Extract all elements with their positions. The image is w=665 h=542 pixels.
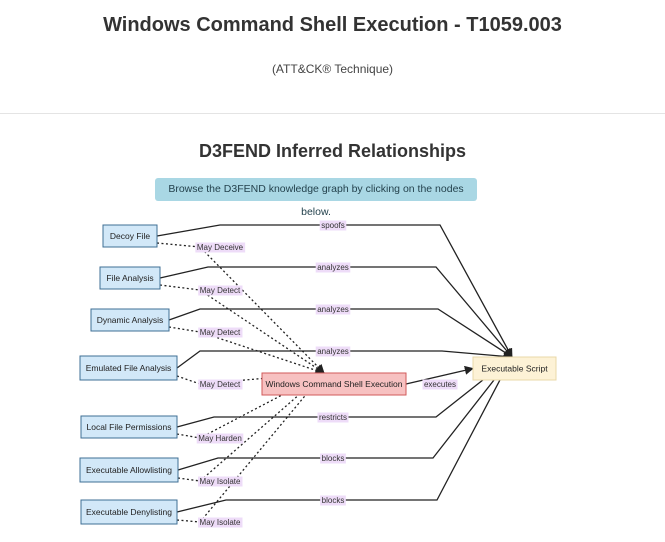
edge-decoy-file-to-technique	[156, 242, 325, 374]
edge-label-file-analysis-artifact-bg	[315, 262, 351, 273]
edge-label-dynamic-analysis-technique-bg	[198, 327, 243, 338]
edge-label-executable-denylisting-technique-bg	[198, 517, 243, 528]
edge-label-technique-artifact: executes	[424, 380, 456, 389]
node-executable-denylisting-box	[80, 499, 178, 525]
node-executable-allowlisting-label: Executable Allowlisting	[86, 465, 172, 475]
edge-label-decoy-file-artifact-bg	[319, 220, 347, 231]
edge-label-emulated-file-analysis-artifact: analyzes	[317, 347, 349, 356]
node-executable-denylisting[interactable]: Executable Denylisting	[80, 499, 178, 525]
edge-label-local-file-permissions-technique: May Harden	[198, 434, 242, 443]
edge-label-emulated-file-analysis-technique: May Detect	[200, 380, 241, 389]
edge-label-dynamic-analysis-artifact-bg	[315, 304, 351, 315]
node-file-analysis[interactable]: File Analysis	[99, 266, 161, 290]
node-file-analysis-label: File Analysis	[106, 273, 153, 283]
edge-label-executable-denylisting-artifact-bg	[320, 495, 346, 506]
node-technique[interactable]: Windows Command Shell Execution	[261, 372, 407, 396]
edge-label-local-file-permissions-artifact-bg	[317, 412, 349, 423]
edge-label-file-analysis-technique-bg	[198, 285, 243, 296]
node-artifact-box	[472, 356, 557, 381]
node-technique-label: Windows Command Shell Execution	[265, 379, 402, 389]
node-executable-allowlisting[interactable]: Executable Allowlisting	[79, 457, 179, 483]
edge-executable-allowlisting-to-technique	[177, 372, 325, 482]
node-artifact-label: Executable Script	[481, 364, 548, 374]
node-local-file-permissions-label: Local File Permissions	[86, 422, 171, 432]
edge-label-decoy-file-technique: May Deceive	[197, 243, 244, 252]
node-emulated-file-analysis-box	[79, 355, 178, 381]
section-title: D3FEND Inferred Relationships	[198, 141, 467, 161]
edge-label-executable-allowlisting-technique-bg	[198, 476, 243, 487]
edge-label-executable-allowlisting-artifact: blocks	[322, 454, 345, 463]
page-title: Windows Command Shell Execution - T1059.…	[103, 14, 562, 36]
edge-label-decoy-file-technique-bg	[195, 242, 246, 253]
node-local-file-permissions-box	[80, 415, 178, 439]
node-decoy-file[interactable]: Decoy File	[102, 224, 158, 248]
edge-technique-to-artifact	[405, 365, 474, 385]
edge-label-emulated-file-analysis-technique-bg	[198, 379, 243, 390]
edge-label-file-analysis-technique: May Detect	[200, 286, 241, 295]
node-emulated-file-analysis[interactable]: Emulated File Analysis	[79, 355, 178, 381]
node-decoy-file-box	[102, 224, 158, 248]
edge-label-dynamic-analysis-artifact: analyzes	[317, 305, 349, 314]
node-executable-denylisting-label: Executable Denylisting	[86, 507, 172, 517]
edge-label-decoy-file-artifact: spoofs	[321, 221, 345, 230]
node-dynamic-analysis-label: Dynamic Analysis	[97, 315, 164, 325]
edge-label-local-file-permissions-artifact: restricts	[319, 413, 347, 422]
node-artifact[interactable]: Executable Script	[472, 356, 557, 381]
edge-label-emulated-file-analysis-artifact-bg	[315, 346, 351, 357]
edge-label-technique-artifact-bg	[422, 379, 458, 390]
edge-label-executable-allowlisting-artifact-bg	[320, 453, 346, 464]
edge-label-executable-denylisting-artifact: blocks	[322, 496, 345, 505]
page-header: Windows Command Shell Execution - T1059.…	[0, 0, 665, 114]
edge-label-file-analysis-artifact: analyzes	[317, 263, 349, 272]
node-emulated-file-analysis-label: Emulated File Analysis	[86, 363, 172, 373]
node-dynamic-analysis-box	[90, 308, 170, 332]
graph-hint: Browse the D3FEND knowledge graph by cli…	[155, 178, 477, 218]
edge-file-analysis-to-technique	[159, 284, 325, 374]
node-technique-box	[261, 372, 407, 396]
page-subtitle: (ATT&CK® Technique)	[271, 62, 394, 76]
edge-label-local-file-permissions-technique-bg	[196, 433, 244, 444]
node-executable-allowlisting-box	[79, 457, 179, 483]
node-local-file-permissions[interactable]: Local File Permissions	[80, 415, 178, 439]
edge-label-executable-allowlisting-technique: May Isolate	[200, 477, 241, 486]
node-file-analysis-box	[99, 266, 161, 290]
node-decoy-file-label: Decoy File	[110, 231, 150, 241]
edge-label-executable-denylisting-technique: May Isolate	[200, 518, 241, 527]
node-dynamic-analysis[interactable]: Dynamic Analysis	[90, 308, 170, 332]
edge-label-dynamic-analysis-technique: May Detect	[200, 328, 241, 337]
edge-dynamic-analysis-to-technique	[168, 326, 325, 375]
